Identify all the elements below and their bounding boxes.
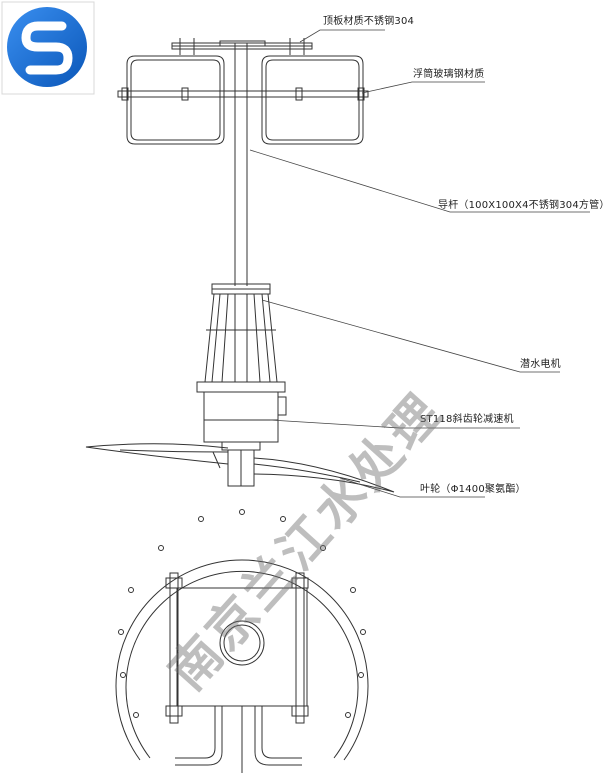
guide-rod xyxy=(234,43,248,286)
leader-lines xyxy=(249,29,590,498)
label-motor: 潜水电机 xyxy=(520,359,561,370)
impeller-blades xyxy=(85,443,395,493)
label-guide-rod: 导杆（100X100X4不锈钢304方管） xyxy=(438,200,610,211)
company-logo xyxy=(1,1,95,95)
label-float: 浮筒玻璃钢材质 xyxy=(413,69,485,80)
label-top-plate: 顶板材质不锈钢304 xyxy=(323,16,415,27)
top-plate xyxy=(171,38,313,55)
gearbox xyxy=(196,381,287,443)
impeller-hub xyxy=(221,441,261,487)
label-gearbox: ST118斜齿轮减速机 xyxy=(420,414,514,425)
label-impeller: 叶轮（Φ1400聚氨酯） xyxy=(420,484,526,495)
tank-plan-view xyxy=(115,509,369,773)
float-left xyxy=(126,55,225,145)
motor-frame xyxy=(204,283,278,383)
float-clamp xyxy=(117,87,369,101)
float-right xyxy=(261,55,364,145)
